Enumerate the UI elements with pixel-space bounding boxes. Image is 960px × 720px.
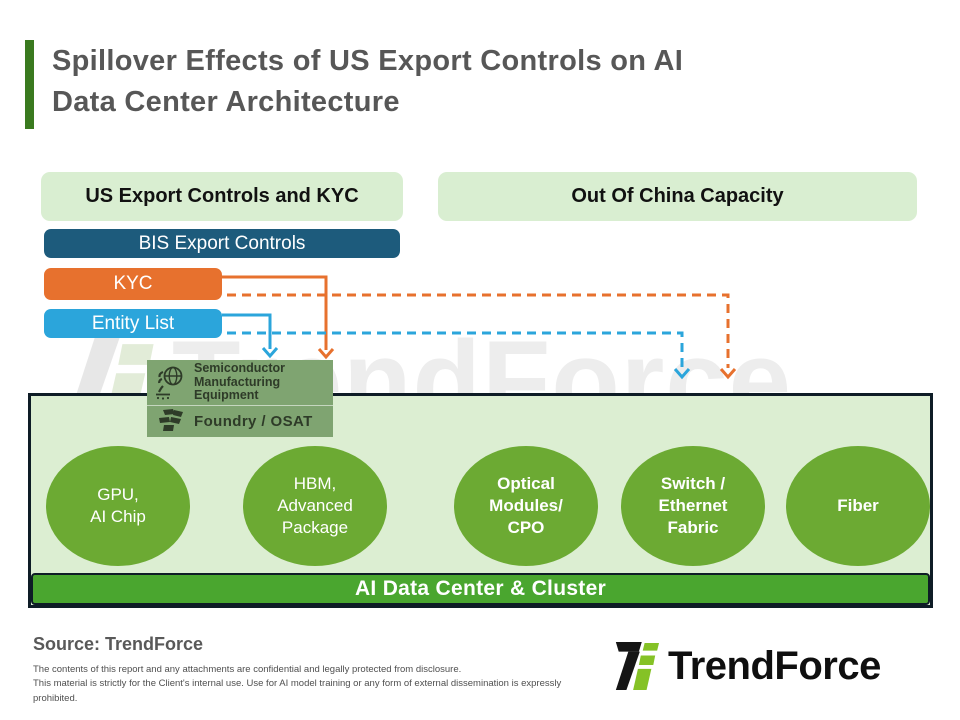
- page-title: Spillover Effects of US Export Controls …: [52, 45, 684, 119]
- circle-fiber: Fiber: [786, 446, 930, 566]
- header-out-of-china-capacity-label: Out Of China Capacity: [571, 185, 784, 207]
- header-out-of-china-capacity: Out Of China Capacity: [438, 172, 917, 221]
- disclaimer-line-2: This material is strictly for the Client…: [33, 678, 562, 704]
- kyc-solid-arrow-line: [222, 275, 328, 350]
- foundry-osat-label: Foundry / OSAT: [194, 412, 313, 430]
- header-us-export-controls: US Export Controls and KYC: [41, 172, 403, 221]
- trendforce-logo-icon: [615, 642, 660, 690]
- entity-list-bar: Entity List: [44, 309, 222, 338]
- circle-gpu-ai-chip: GPU, AI Chip: [46, 446, 190, 566]
- entity-list-label: Entity List: [91, 312, 175, 334]
- bis-export-controls-label: BIS Export Controls: [138, 232, 306, 254]
- circle-hbm-advanced-package: HBM, Advanced Package: [243, 446, 387, 566]
- foundry-wafer-stack-icon: [153, 408, 187, 434]
- disclaimer-line-1: The contents of this report and any atta…: [33, 664, 462, 675]
- header-us-export-controls-label: US Export Controls and KYC: [85, 185, 359, 207]
- foundry-row: Foundry / OSAT: [147, 406, 333, 436]
- kyc-solid-arrowhead: [317, 348, 335, 360]
- kyc-dashed-arrowhead: [719, 368, 737, 380]
- circle-switch-ethernet-fabric: Switch / Ethernet Fabric: [621, 446, 765, 566]
- circle-optical-modules-cpo: Optical Modules/ CPO: [454, 446, 598, 566]
- ai-data-center-cluster-label: AI Data Center & Cluster: [354, 577, 607, 600]
- trendforce-logo: TrendForce: [612, 640, 881, 692]
- kyc-label: KYC: [113, 273, 153, 294]
- semiconductor-equipment-label: Semiconductor Manufacturing Equipment: [194, 360, 285, 403]
- trendforce-logo-text: TrendForce: [668, 643, 881, 688]
- sme-foundry-box: Semiconductor Manufacturing Equipment Fo…: [147, 360, 333, 437]
- entity-solid-arrowhead: [261, 347, 279, 359]
- title-accent-bar: [25, 40, 34, 129]
- semiconductor-equipment-icon: [153, 365, 187, 401]
- source-note: Source: TrendForce: [33, 634, 204, 654]
- sme-row: Semiconductor Manufacturing Equipment: [147, 360, 333, 406]
- bis-export-controls-bar: BIS Export Controls: [44, 229, 400, 258]
- kyc-dashed-arrow-line: [227, 293, 730, 368]
- entity-solid-arrow-line: [222, 313, 272, 349]
- disclaimer: The contents of this report and any atta…: [33, 663, 593, 706]
- kyc-bar: KYC: [44, 268, 222, 300]
- entity-dashed-arrowhead: [673, 368, 691, 380]
- ai-data-center-cluster-bar: AI Data Center & Cluster: [31, 573, 930, 605]
